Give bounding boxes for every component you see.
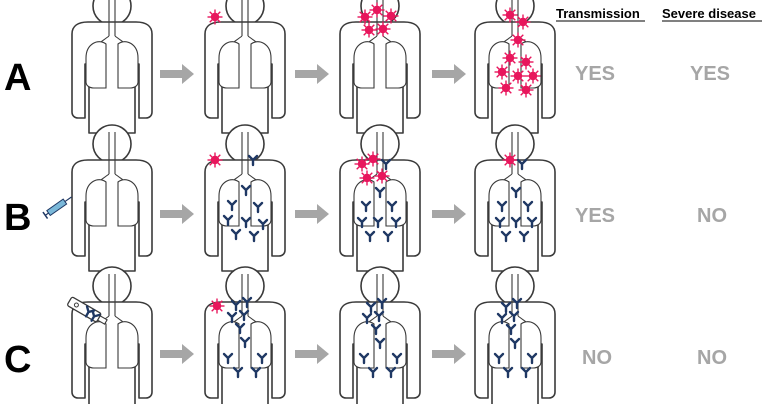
nasal-spray-icon <box>67 296 108 325</box>
row-b: B <box>4 124 727 272</box>
arrow-c-2 <box>295 344 329 364</box>
svg-text:Severe disease: Severe disease <box>662 6 756 21</box>
person-c-2 <box>204 266 286 404</box>
virus-icon <box>501 151 519 169</box>
person-c-4 <box>474 266 556 404</box>
transmission-value-c: NO <box>582 347 612 369</box>
virus-icon <box>206 151 224 169</box>
virus-icon <box>206 8 224 26</box>
arrow-b-3 <box>432 204 466 224</box>
person-a-1 <box>71 0 153 134</box>
transmission-header: Transmission <box>556 6 645 22</box>
severe-disease-header: Severe disease <box>662 6 762 22</box>
row-c: C <box>4 266 727 404</box>
transmission-value-b: YES <box>575 205 615 227</box>
row-a: A YES YES <box>4 0 730 134</box>
arrow-c-1 <box>160 344 194 364</box>
severe-disease-value-c: NO <box>697 347 727 369</box>
person-b-4 <box>474 124 556 272</box>
virus-icon <box>208 297 226 315</box>
arrow-b-2 <box>295 204 329 224</box>
person-b-2 <box>204 124 286 272</box>
arrow-a-3 <box>432 64 466 84</box>
svg-text:Transmission: Transmission <box>556 6 640 21</box>
person-c-1 <box>71 266 153 404</box>
row-label-a: A <box>4 57 31 99</box>
row-label-c: C <box>4 339 31 381</box>
severe-disease-value-b: NO <box>697 205 727 227</box>
arrow-a-1 <box>160 64 194 84</box>
syringe-icon <box>42 196 72 220</box>
person-a-3 <box>339 0 421 134</box>
transmission-value-a: YES <box>575 63 615 85</box>
arrow-a-2 <box>295 64 329 84</box>
severe-disease-value-a: YES <box>690 63 730 85</box>
arrow-c-3 <box>432 344 466 364</box>
person-b-1 <box>71 124 153 272</box>
person-c-3 <box>339 266 421 404</box>
arrow-b-1 <box>160 204 194 224</box>
row-label-b: B <box>4 197 31 239</box>
